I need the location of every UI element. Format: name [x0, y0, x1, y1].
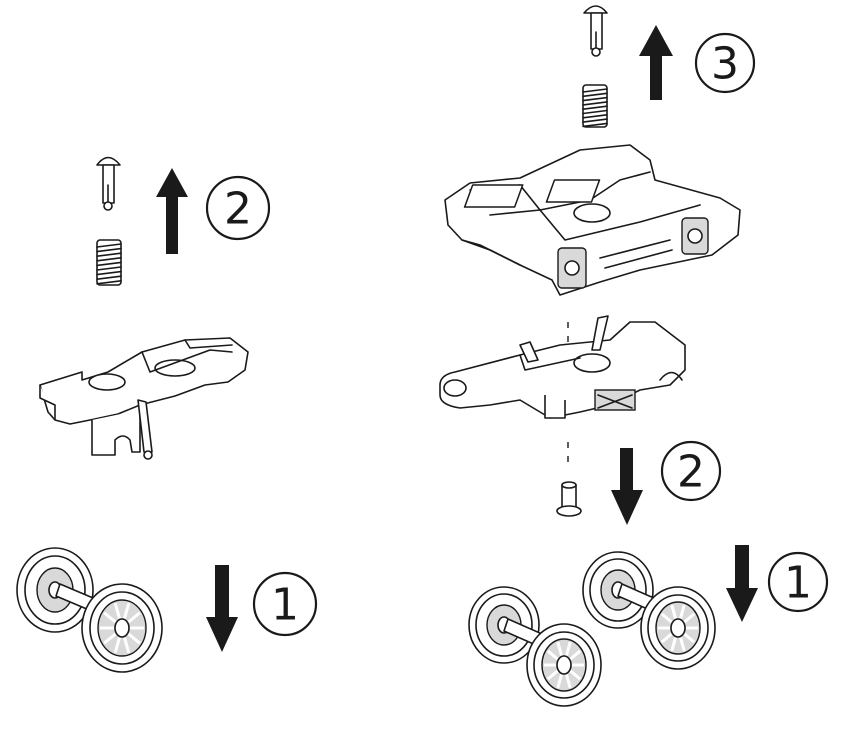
wheel-spoke: [565, 641, 572, 656]
step-badge-right-pin: 3: [694, 32, 756, 94]
spring-coil: [96, 279, 122, 285]
spring-coil: [582, 109, 608, 115]
step-badge-left-wheels: 1: [252, 571, 318, 637]
step-number: 1: [271, 580, 299, 631]
spring-coil: [96, 266, 122, 271]
step-number: 2: [677, 447, 705, 498]
wheel-spoke: [569, 669, 582, 681]
wheel-spoke: [103, 611, 117, 624]
down-arrow-right-middle: [611, 448, 643, 525]
rivet-pin-left: [96, 156, 121, 211]
spring-coil: [96, 252, 122, 258]
wheel-spoke: [127, 611, 141, 624]
step-badge-right-bolster: 2: [660, 440, 722, 502]
wheel-spoke: [556, 641, 563, 656]
wheelset-left: [16, 547, 163, 673]
wheel-spoke: [123, 602, 131, 619]
wheel-spoke: [113, 602, 121, 619]
wheel-spoke: [679, 604, 686, 619]
bogie-bolster-right: [439, 315, 686, 419]
wheel-spoke: [670, 604, 677, 619]
rivet-pin-right: [583, 5, 608, 57]
spring-coil: [582, 96, 608, 102]
wheel-spoke: [660, 632, 673, 644]
step-number: 1: [784, 558, 812, 609]
step-number: 2: [224, 184, 252, 235]
wheel-spoke: [123, 637, 131, 654]
spring-right: [582, 84, 608, 128]
spring-coil: [582, 88, 608, 93]
wheel-spoke: [565, 674, 572, 689]
wheelset-right-rear: [582, 551, 716, 670]
wheel-spoke: [670, 637, 677, 652]
up-arrow-right: [639, 25, 673, 100]
spring-coil: [96, 243, 122, 248]
step-badge-left-pin: 2: [205, 175, 271, 241]
up-arrow-left: [156, 168, 188, 254]
spring-coil: [96, 247, 122, 253]
spring-coil: [96, 256, 122, 262]
wheel-spoke: [127, 632, 141, 645]
bogie-frame-right: [444, 144, 741, 296]
step-badge-right-wheels: 1: [767, 551, 829, 613]
spring-coil: [582, 92, 608, 98]
spring-coil: [96, 270, 122, 276]
step-number: 3: [711, 39, 739, 90]
spring-coil: [582, 118, 608, 123]
wheel-spoke: [569, 649, 582, 661]
wheel-spoke: [683, 612, 696, 624]
wheel-spoke: [103, 632, 117, 645]
wheel-spoke: [546, 649, 559, 661]
bogie-bolster-left: [39, 337, 249, 460]
spring-coil: [96, 275, 122, 281]
wheel-spoke: [683, 632, 696, 644]
spring-coil: [582, 101, 608, 106]
bushing: [556, 481, 582, 517]
wheel-spoke: [556, 674, 563, 689]
spring-coil: [96, 261, 122, 267]
wheelset-right-front: [468, 586, 602, 707]
wheel-spoke: [113, 637, 121, 654]
wheel-spoke: [546, 669, 559, 681]
wheel-spoke: [679, 637, 686, 652]
down-arrow-left: [206, 565, 238, 652]
spring-left: [96, 239, 122, 286]
spring-coil: [582, 105, 608, 110]
spring-coil: [582, 114, 608, 119]
down-arrow-right-wheels: [726, 545, 758, 622]
spring-coil: [582, 122, 608, 128]
wheel-spoke: [660, 612, 673, 624]
